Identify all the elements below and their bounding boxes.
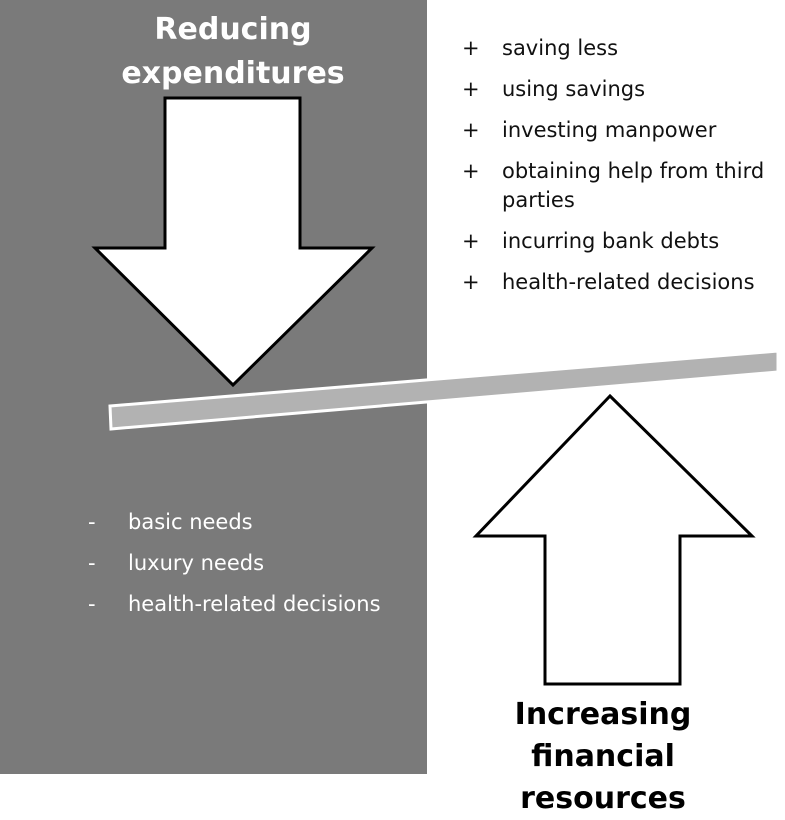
list-item: + investing manpower — [462, 116, 784, 145]
list-item-text: investing manpower — [502, 118, 717, 142]
list-item-text: obtaining help from third parties — [502, 159, 765, 212]
balance-beam — [108, 349, 780, 431]
minus-bullet: - — [88, 592, 96, 616]
increasing-resources-title-line: resources — [520, 781, 686, 816]
plus-bullet: + — [462, 229, 480, 253]
list-item: - health-related decisions — [88, 590, 418, 619]
list-item: + incurring bank debts — [462, 227, 784, 256]
list-item: + obtaining help from third parties — [462, 157, 784, 215]
list-item: - luxury needs — [88, 549, 418, 578]
plus-bullet: + — [462, 77, 480, 101]
list-item-text: luxury needs — [128, 551, 265, 575]
list-item: + using savings — [462, 75, 784, 104]
list-item-text: health-related decisions — [502, 270, 755, 294]
plus-bullet: + — [462, 270, 480, 294]
increasing-resources-title-line: Increasing financial — [514, 697, 692, 774]
list-item-text: using savings — [502, 77, 646, 101]
list-item-text: incurring bank debts — [502, 229, 720, 253]
up-arrow-icon — [472, 393, 756, 686]
diagram-graphics — [91, 96, 780, 686]
minus-bullet: - — [88, 510, 96, 534]
down-arrow-icon — [91, 96, 376, 388]
reducing-expenditures-title: Reducing expenditures — [90, 8, 376, 96]
minus-bullet: - — [88, 551, 96, 575]
reducing-expenditures-title-line: Reducing — [154, 12, 312, 47]
plus-bullet: + — [462, 36, 480, 60]
plus-bullet: + — [462, 159, 480, 183]
increasing-resources-title: Increasing financial resources — [438, 694, 768, 820]
reducing-expenditures-list: - basic needs - luxury needs - health-re… — [88, 508, 418, 631]
list-item: + health-related decisions — [462, 268, 784, 297]
reducing-expenditures-title-line: expenditures — [121, 56, 345, 91]
list-item-text: health-related decisions — [128, 592, 381, 616]
list-item: + saving less — [462, 34, 784, 63]
list-item-text: saving less — [502, 36, 619, 60]
list-item: - basic needs — [88, 508, 418, 537]
list-item-text: basic needs — [128, 510, 253, 534]
increasing-resources-list: + saving less + using savings + investin… — [462, 34, 784, 309]
plus-bullet: + — [462, 118, 480, 142]
